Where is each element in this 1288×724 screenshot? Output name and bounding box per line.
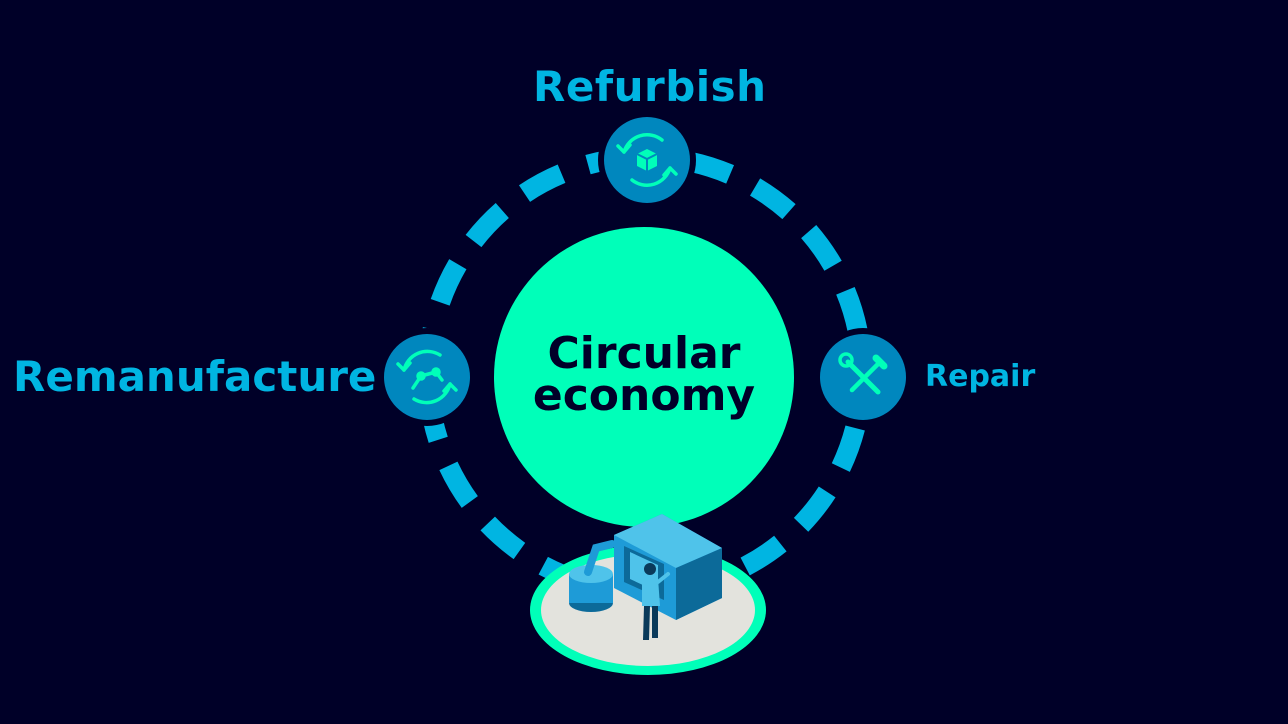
refurbish-label: Refurbish (533, 62, 767, 111)
refurbish-box-cycle-icon (616, 133, 678, 187)
repair-node (814, 328, 912, 426)
remanufacture-label: Remanufacture (13, 352, 377, 401)
refurbish-node (598, 111, 696, 209)
center-circle (494, 227, 794, 527)
factory-machine-worker-illustration (530, 514, 766, 675)
center-title-line1: Circular (547, 328, 741, 379)
center-title: Circular economy (494, 328, 794, 421)
repair-label: Repair (925, 359, 1036, 394)
wrench-screwdriver-icon (838, 352, 888, 395)
remanufacture-node (378, 328, 476, 426)
remanufacture-robot-arm-cycle-icon (396, 349, 458, 405)
center-title-line2: economy (532, 370, 756, 421)
